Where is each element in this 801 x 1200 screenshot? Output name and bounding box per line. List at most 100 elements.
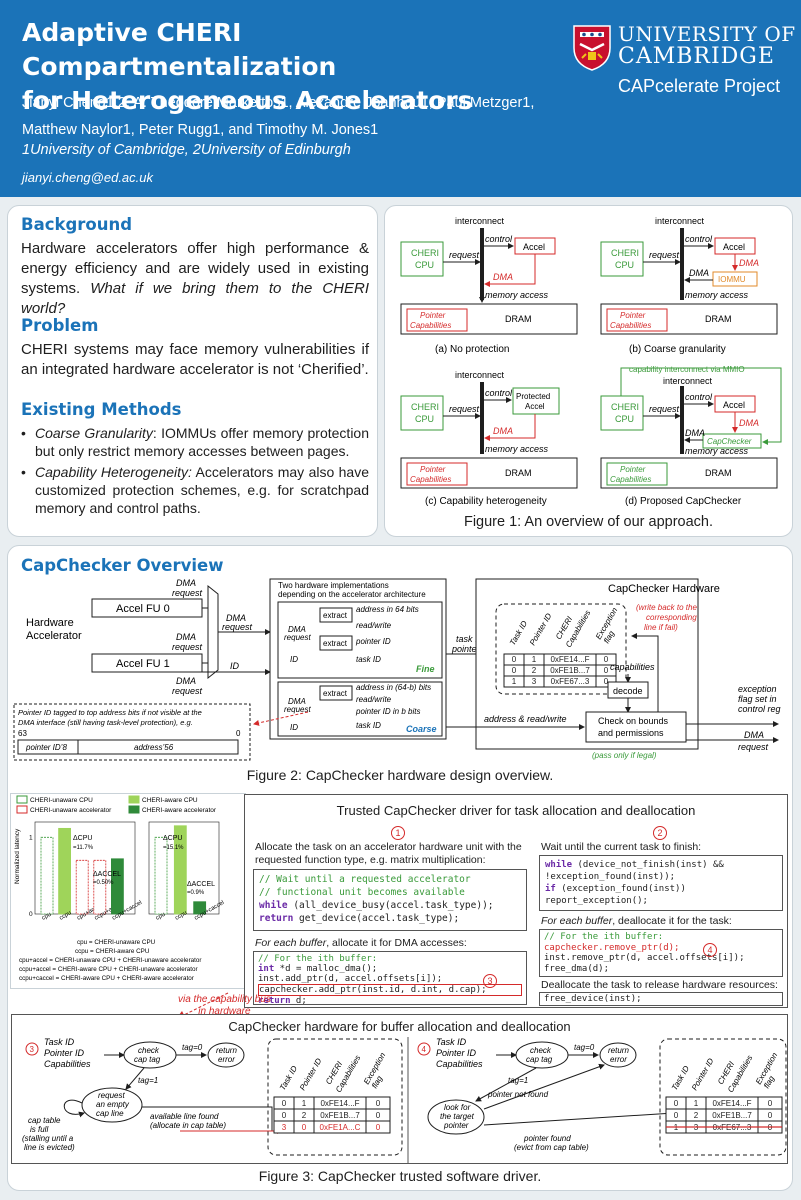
table-cell: 0 [604,666,609,675]
request-label: request [649,250,680,260]
alloc-text: Allocate the task on an accelerator hard… [255,841,522,866]
check-label2: and permissions [598,728,664,738]
col-ptr-label: Pointer ID [298,1057,324,1092]
subfigure-d-caption: (d) Proposed CapChecker [625,496,742,506]
interconnect-label: interconnect [455,370,505,380]
table-cell: 3 [282,1123,287,1132]
in-task-label: Task ID [44,1037,75,1047]
writeback-label2: corresponding [646,613,697,622]
alloc-flow: 3 Task ID Pointer ID Capabilities check … [22,1037,403,1156]
cheri-cpu-box [400,395,444,431]
capabilities-label: Capabilities [410,475,451,484]
chart-annotation: ΔCPU [163,835,182,842]
poster-title: Adaptive CHERI Compartmentalization for … [22,18,473,115]
in-cap-label: Capabilities [44,1059,91,1069]
address-field [77,739,239,755]
chart-bar [154,836,168,915]
writeback-arrow [631,633,659,724]
code-dealloc: // For the ith buffer: capchecker.remove… [539,929,783,977]
hw-accel-label2: Accelerator [26,630,82,642]
pointer-cap-box [606,462,668,486]
accel-label: Accel [523,242,545,252]
cheri-label: CHERI [411,402,439,412]
dma-label: DMA [288,625,306,634]
table-cell: 0 [512,655,517,664]
request-label: request [449,404,480,414]
full-label4: line is evicted) [24,1143,75,1152]
mmio-arrow [620,367,782,445]
table-cell: 0 [512,666,517,675]
code-wait: while (device_not_finish(inst) && !excep… [539,855,783,911]
look-label: look for [444,1103,471,1112]
affiliations: 1University of Cambridge, 2University of… [22,142,351,158]
figure2-caption: Figure 2: CapChecker hardware design ove… [246,767,554,783]
cpu-label: CPU [415,260,434,270]
figure1-diagram: interconnect CHERI CPU request control A… [400,216,782,506]
x-tick-label: ccpu [174,910,188,922]
chart-definition: ccpu+accel = CHERI-aware CPU + CHERI-una… [19,966,198,973]
exception-label2: flag set in [738,694,777,704]
error-label: error [610,1055,627,1064]
cpu-label: CPU [415,414,434,424]
capchecker-box [702,433,762,449]
table-cell: 0xFE1B...7 [320,1111,360,1120]
step1-marker: 1 [391,826,405,840]
capchecker-label: CapChecker [707,437,752,446]
step2-marker: 2 [653,826,667,840]
figure3-title: CapChecker hardware for buffer allocatio… [228,1019,571,1034]
return-error-node [207,1042,245,1068]
two-impl-label: Two hardware implementations [278,581,389,590]
coarse-label: Coarse [406,724,437,734]
capabilities-label: Capabilities [410,321,451,330]
notfound-label: pointer not found [487,1090,549,1099]
step3-label: 3 [30,1045,35,1054]
release-text: Deallocate the task to release hardware … [541,979,778,991]
extract-label: extract [323,611,348,620]
dma-out-label2: request [738,742,769,752]
memory-access-label: memory access [485,290,549,300]
table-cell: 0 [302,1123,307,1132]
dma-label: DMA [493,426,513,436]
pointer-label: Pointer [620,311,646,320]
cheri-cpu-box [600,241,644,277]
chart-annotation: ΔCPU [73,835,92,842]
request-line-node [81,1087,143,1123]
pointer-label: Pointer [420,311,446,320]
bit0-label: 0 [236,729,241,738]
chart-definition: ccpu = CHERI-aware CPU [75,948,150,955]
chart-definition: cpu+accel = CHERI-unaware CPU + CHERI-un… [19,957,202,964]
pass-label: (pass only if legal) [592,751,657,760]
bit63-label: 63 [18,729,27,738]
note-label: Pointer ID tagged to top address bits if… [18,708,202,717]
full-label3: (stalling until a [22,1134,74,1143]
legend-swatch [128,795,140,804]
accel-label: Accel [723,242,745,252]
subfigure-c-caption: (c) Capability heterogeneity [425,496,547,506]
note-label2: DMA interface (still having task-level p… [18,718,193,727]
fine-box [277,601,443,679]
look-label2: the target [440,1112,475,1121]
avail-label2: (allocate in cap table) [150,1121,226,1130]
id-label: ID [290,723,298,732]
empty-label: an empty [96,1100,130,1109]
found-label: pointer found [523,1134,571,1143]
exception-label: exception [738,684,777,694]
mux-shape [207,584,219,680]
task-id-label: task ID [356,721,381,730]
figure1-panel: interconnect CHERI CPU request control A… [384,205,793,537]
not-found-arrow [483,1063,605,1110]
cheri-label: CHERI [411,248,439,258]
remove-ptr-line: capchecker.remove_ptr(d); [544,942,680,953]
cap-table-box [495,603,627,695]
request-label: request [649,404,680,414]
legend-swatch [16,795,28,804]
chart-annotation: ΔACCEL [187,881,215,888]
capabilities-label: Capabilities [610,475,651,484]
x-tick-label: cpu [155,912,166,922]
in-ptr-label: Pointer ID [436,1048,477,1058]
table-cell: 2 [694,1111,699,1120]
address-field-label: address’56 [134,743,174,752]
protected-label: Protected [516,392,550,401]
full-label2: is full [30,1125,48,1134]
chart-bar [93,859,107,915]
